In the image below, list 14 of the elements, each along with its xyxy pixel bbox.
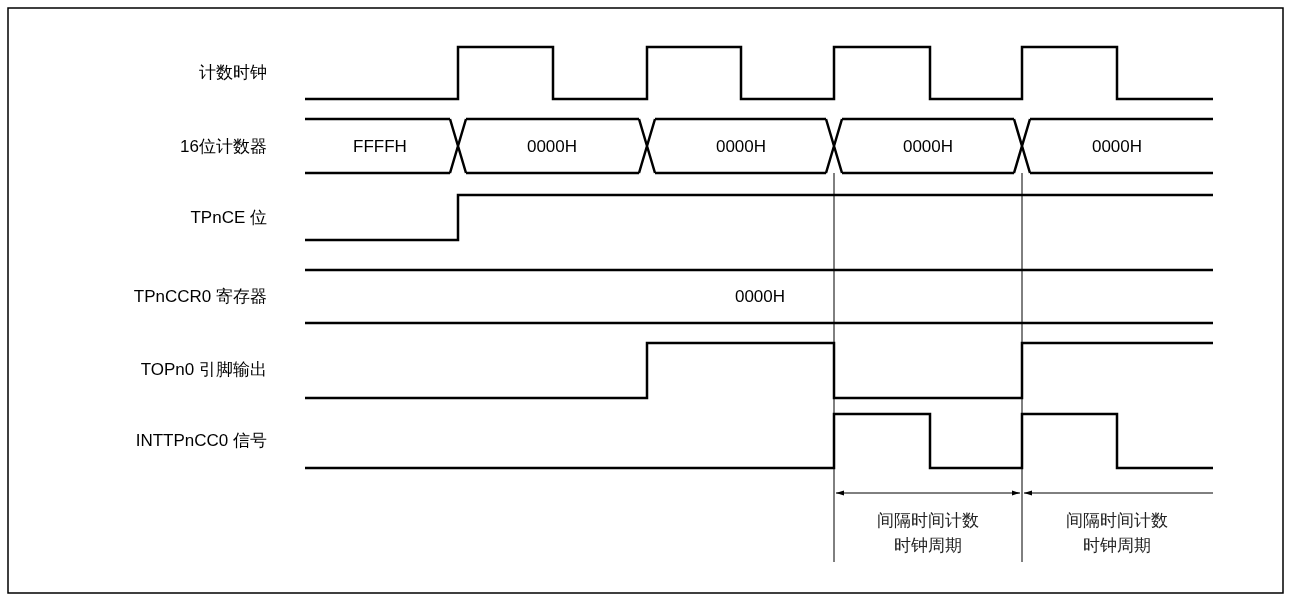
bus-value: 0000H [526, 137, 578, 157]
signal-name: 16位计数器 [180, 137, 267, 157]
signal-name: 计数时钟 [199, 63, 267, 83]
signal-name: TPnCE 位 [190, 208, 267, 228]
bus-value: 0000H [1091, 137, 1143, 157]
bus-value: 0000H [715, 137, 767, 157]
bus-value: 0000H [902, 137, 954, 157]
signal-name: TOPn0 引脚输出 [140, 360, 267, 380]
signal-name: INTTPnCC0 信号 [135, 431, 267, 451]
bus-value: FFFFH [353, 137, 407, 157]
register-value: 0000H [734, 287, 786, 307]
interval-note: 间隔时间计数时钟周期 [876, 510, 980, 557]
interval-note: 间隔时间计数时钟周期 [1065, 510, 1169, 557]
signal-name: TPnCCR0 寄存器 [133, 287, 267, 307]
